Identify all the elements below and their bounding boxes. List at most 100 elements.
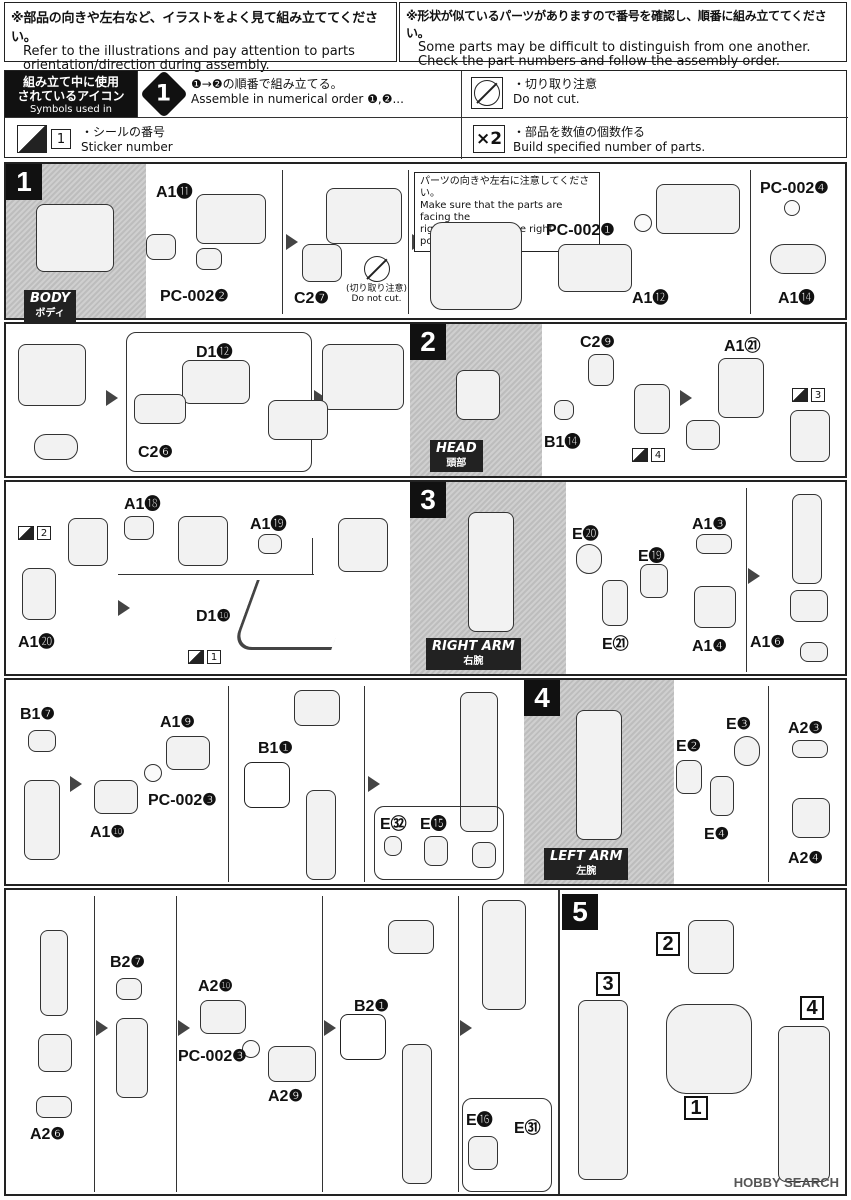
order-en: Assemble in numerical order ❶,❷... [191,92,404,106]
part-illustration [268,400,328,440]
part-illustration [40,930,68,1016]
sticker-en: Sticker number [81,140,173,154]
note-left-en-1: Refer to the illustrations and pay atten… [23,44,355,59]
part-illustration [18,344,86,406]
step-1-row-1: 1 BODY ボディ A1⓫ PC-002❷ (切り取り注意) Do not c… [4,162,847,322]
part-label: PC-002❹ [760,180,829,197]
step-number-1: 1 [6,164,42,200]
part-label: A2❿ [198,978,233,995]
body-label-jp: ボディ [35,308,65,319]
part-label: A1⓫ [156,184,193,201]
sticker-jp: ・シールの番号 [81,125,166,139]
part-label: A2❻ [30,1126,65,1143]
rarm-label-en: RIGHT ARM [432,639,515,654]
sticker-flag-icon [17,125,47,153]
next-arrow-icon [106,390,118,406]
part-illustration [124,516,154,540]
sticker-flag-icon [18,526,34,540]
part-illustration [468,1136,498,1170]
sticker-number: 1 [207,650,221,664]
part-label: PC-002❶ [546,222,615,239]
part-illustration [24,780,60,860]
part-illustration [116,978,142,1000]
step-1-row-2: D1⓬ C2❻ 2 HEAD 頭部 C2❾ B1⓮ 4 A1㉑ 3 [4,322,847,478]
part-illustration [402,1044,432,1184]
part-label: A1⓮ [778,290,815,307]
part-illustration [146,234,176,260]
sticker-ref: 1 [188,650,221,664]
left-arm-assembly [778,1026,830,1182]
head-assembly [688,920,734,974]
part-label: E㉛ [514,1120,541,1137]
assembly-note-left: ※部品の向きや左右など、イラストをよく見て組み立ててください。 Refer to… [4,2,397,73]
sticker-description: ・シールの番号 Sticker number [81,123,173,154]
part-illustration [338,518,388,572]
callout-en-1: Make sure that the parts are facing the [420,200,563,223]
legend-title-jp-2: されているアイコン [17,89,125,103]
part-label: A1❾ [160,714,195,731]
antenna-illustration [231,580,357,650]
part-illustration [770,244,826,274]
build-count-badge: ×2 [473,125,505,153]
part-label: A1⓴ [18,634,55,651]
section-label-body: BODY ボディ [24,290,77,322]
part-illustration [200,1000,246,1034]
part-illustration [686,420,720,450]
part-label: B1⓮ [544,434,581,451]
part-illustration [196,248,222,270]
legend-title-jp-1: 組み立て中に使用 [22,75,119,89]
nocut-description: ・切り取り注意 Do not cut. [513,75,597,106]
part-label: C2❻ [138,444,173,461]
part-illustration [710,776,734,816]
next-arrow-icon [286,234,298,250]
part-illustration [558,244,632,292]
step-number-2: 2 [410,324,446,360]
part-label: A1❸ [692,516,727,533]
step-2-row: 2 A1⓴ A1⓲ A1⓳ D1❿ 1 3 RIGHT ARM 右腕 E⓴ E⓳… [4,480,847,676]
part-illustration [294,690,340,726]
note-right-en-1: Some parts may be difficult to distingui… [418,40,811,55]
sticker-flag-icon [632,448,648,462]
part-illustration [178,516,228,566]
part-label: E㉑ [602,636,629,653]
next-arrow-icon [324,1020,336,1036]
part-label: C2❾ [580,334,615,351]
part-illustration [68,518,108,566]
part-label: E❹ [704,826,730,843]
part-illustration [790,590,828,622]
sticker-number-box: 1 [51,129,71,149]
part-illustration [696,534,732,554]
body-assembly [666,1004,752,1094]
part-label: D1⓬ [196,344,233,361]
assembly-note-right: ※形状が似ているパーツがありますので番号を確認し、順番に組み立ててください。 S… [399,2,847,69]
sticker-ref: 3 [792,388,825,402]
nocut-jp: ・切り取り注意 [513,77,598,91]
icon-legend: 組み立て中に使用 されているアイコン Symbols used in instr… [4,69,848,159]
hobby-search-logo: HOBBY SEARCH [733,1175,839,1190]
sticker-ref: 2 [18,526,51,540]
part-illustration [166,736,210,770]
part-label: A1⓬ [632,290,669,307]
tab-detail [244,762,290,808]
part-illustration [306,790,336,880]
part-illustration [424,836,448,866]
part-illustration [182,360,250,404]
nocut-en: Do not cut. [513,92,580,106]
step-3-row: B1❼ A1❾ PC-002❸ A1❿ B1❶ E㉜ E⓯ 4 LEFT ARM… [4,678,847,886]
head-label-jp: 頭部 [446,458,467,469]
part-illustration [588,354,614,386]
part-label: A2❹ [788,850,823,867]
part-label: B2❶ [354,998,389,1015]
part-label: E⓯ [420,816,447,833]
part-illustration [792,798,830,838]
step-ref-head: 2 [656,932,680,956]
step-number-5: 5 [562,894,598,930]
build-description: ・部品を数値の個数作る Build specified number of pa… [513,123,705,154]
step-number-4: 4 [524,680,560,716]
part-illustration [326,188,402,244]
part-illustration [554,400,574,420]
sticker-number: 2 [37,526,51,540]
body-illustration [36,204,114,272]
step-ref-left-arm: 4 [800,996,824,1020]
build-en: Build specified number of parts. [513,140,706,154]
